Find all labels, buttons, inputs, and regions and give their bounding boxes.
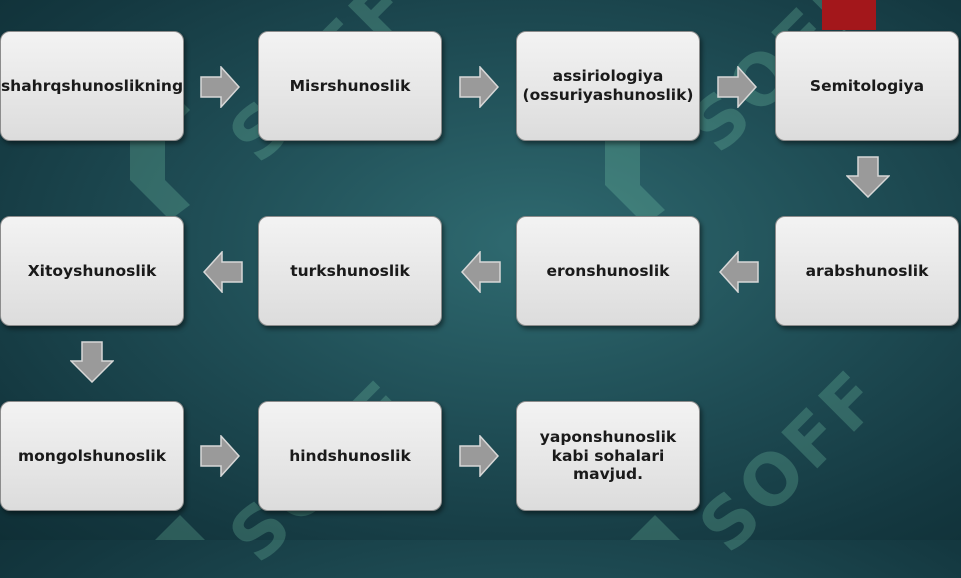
arrow-right-icon bbox=[459, 435, 499, 477]
arrow-left-icon bbox=[461, 251, 501, 293]
arrow-right-icon bbox=[459, 66, 499, 108]
arrow-down-icon bbox=[846, 156, 890, 198]
node-label: Semitologiya bbox=[809, 76, 925, 95]
node-arabshunoslik: arabshunoslik bbox=[775, 216, 959, 326]
node-xitoyshunoslik: Xitoyshunoslik bbox=[0, 216, 184, 326]
node-label: Misrshunoslik bbox=[289, 76, 411, 95]
node-label: arabshunoslik bbox=[805, 261, 929, 280]
arrow-down-icon bbox=[70, 341, 114, 383]
node-hindshunoslik: hindshunoslik bbox=[258, 401, 442, 511]
node-assiriologiya: assiriologiya (ossuriyashunoslik) bbox=[516, 31, 700, 141]
arrow-right-icon bbox=[200, 435, 240, 477]
node-mongolshunoslik: mongolshunoslik bbox=[0, 401, 184, 511]
node-turkshunoslik: turkshunoslik bbox=[258, 216, 442, 326]
node-yaponshunoslik: yaponshunoslik kabi sohalari mavjud. bbox=[516, 401, 700, 511]
node-label: Xitoyshunoslik bbox=[27, 261, 157, 280]
arrow-right-icon bbox=[200, 66, 240, 108]
arrow-left-icon bbox=[719, 251, 759, 293]
node-eronshunoslik: eronshunoslik bbox=[516, 216, 700, 326]
node-label: shahrqshunoslikning bbox=[0, 76, 184, 95]
accent-bar bbox=[822, 0, 876, 30]
arrow-right-icon bbox=[717, 66, 757, 108]
node-label: turkshunoslik bbox=[290, 261, 410, 280]
node-label: assiriologiya (ossuriyashunoslik) bbox=[522, 67, 694, 104]
node-label: eronshunoslik bbox=[546, 261, 670, 280]
arrow-left-icon bbox=[203, 251, 243, 293]
node-semitologiya: Semitologiya bbox=[775, 31, 959, 141]
node-label: mongolshunoslik bbox=[17, 446, 167, 465]
node-misrshunoslik: Misrshunoslik bbox=[258, 31, 442, 141]
node-label: yaponshunoslik kabi sohalari mavjud. bbox=[539, 428, 677, 484]
watermark-text: SOFF bbox=[683, 353, 899, 569]
node-label: hindshunoslik bbox=[289, 446, 411, 465]
node-shahrqshunoslik: shahrqshunoslikning bbox=[0, 31, 184, 141]
